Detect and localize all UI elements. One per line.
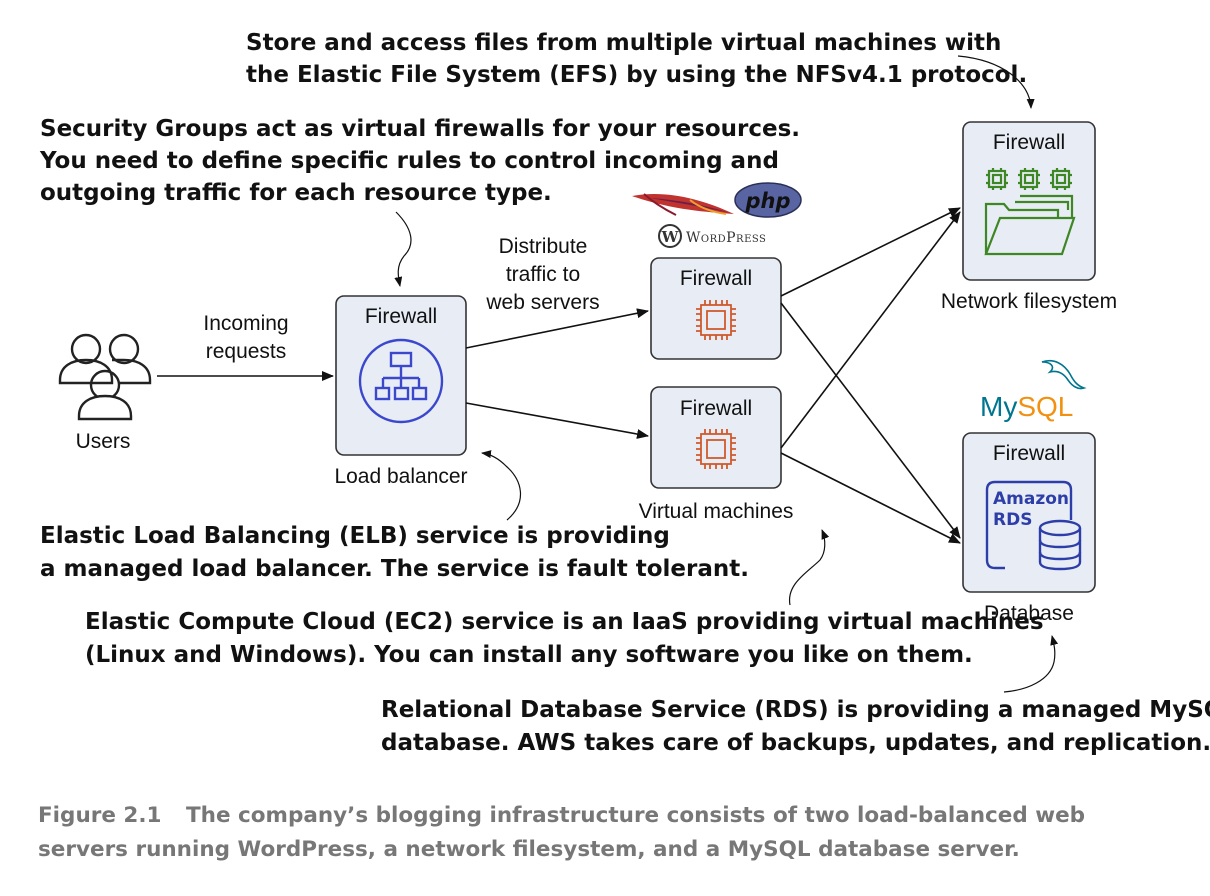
efs-callout-arrow: [957, 55, 1035, 109]
ec2-note-line-1: Elastic Compute Cloud (EC2) service is a…: [85, 609, 1044, 635]
svg-text:W: W: [661, 228, 680, 246]
lb-to-vm2-arrow: [465, 402, 649, 439]
apache-feather-logo: [632, 193, 734, 216]
incoming-label-line-2: requests: [206, 340, 287, 363]
db-firewall-label: Firewall: [993, 442, 1065, 465]
efs-note-line-2: the Elastic File System (EFS) by using t…: [246, 62, 1027, 88]
virtual-machine-1-box: Firewall: [650, 257, 782, 360]
rds-callout-arrow: [1003, 635, 1059, 693]
users-icon: [58, 333, 152, 421]
mysql-logo: MySQL: [980, 359, 1087, 422]
database-box: Firewall Amazon RDS Database: [962, 432, 1096, 625]
wordpress-logo-text: WordPress: [686, 230, 766, 246]
caption-label: Figure 2.1: [38, 803, 162, 828]
virtual-machine-2-box: Firewall Virtual machines: [639, 386, 794, 523]
virtual-machines-label: Virtual machines: [639, 500, 794, 523]
elb-callout-arrow: [481, 450, 522, 521]
rds-logo-line-1: Amazon: [993, 489, 1069, 509]
nfs-firewall-label: Firewall: [993, 131, 1065, 154]
security-groups-note: Security Groups act as virtual firewalls…: [39, 116, 800, 206]
figure-caption: Figure 2.1 The company’s blogging infras…: [38, 803, 1085, 862]
rds-database-icon: Amazon RDS: [985, 480, 1082, 571]
users-group: Users: [58, 333, 152, 453]
vm1-to-nfs-arrow: [780, 207, 961, 297]
sg-note-line-1: Security Groups act as virtual firewalls…: [40, 116, 800, 142]
distribute-line-2: traffic to: [506, 263, 580, 286]
efs-note-line-1: Store and access files from multiple vir…: [246, 30, 1001, 56]
database-label: Database: [984, 602, 1074, 625]
sg-note-line-3: outgoing traffic for each resource type.: [40, 180, 552, 206]
elb-note: Elastic Load Balancing (ELB) service is …: [40, 523, 749, 582]
sg-note-line-2: You need to define specific rules to con…: [39, 148, 779, 174]
ec2-note-line-2: (Linux and Windows). You can install any…: [85, 642, 973, 668]
vm1-to-db-arrow: [780, 302, 961, 539]
rds-note-line-1: Relational Database Service (RDS) is pro…: [381, 697, 1210, 723]
efs-note: Store and access files from multiple vir…: [246, 30, 1027, 88]
vm2-firewall-label: Firewall: [680, 397, 752, 420]
rds-logo-line-2: RDS: [993, 510, 1032, 530]
distribute-line-3: web servers: [485, 291, 599, 314]
php-logo-text: php: [744, 189, 790, 213]
vm1-firewall-label: Firewall: [680, 267, 752, 290]
network-filesystem-box: Firewall Network filesystem: [941, 121, 1117, 313]
ec2-chip-icon: [696, 300, 736, 340]
php-logo: php: [734, 182, 802, 218]
load-balancer-box: Firewall Load balancer: [334, 295, 468, 488]
load-balancer-icon: [358, 338, 444, 424]
caption-line-1: The company’s blogging infrastructure co…: [186, 803, 1085, 828]
ec2-callout-arrow: [789, 529, 830, 606]
efs-folder-icon: [984, 168, 1076, 256]
mysql-logo-text: MySQL: [980, 391, 1073, 422]
load-balancer-label: Load balancer: [334, 465, 467, 488]
sg-callout-arrow: [394, 211, 412, 287]
caption-line-2: servers running WordPress, a network fil…: [38, 837, 1020, 862]
ec2-chip-icon: [696, 429, 736, 469]
lb-to-vm1-arrow: [465, 308, 649, 349]
vm2-to-nfs-arrow: [780, 211, 961, 449]
incoming-label-line-1: Incoming: [203, 312, 288, 335]
elb-note-line-2: a managed load balancer. The service is …: [40, 556, 749, 582]
users-label: Users: [76, 430, 131, 453]
lb-firewall-label: Firewall: [365, 305, 437, 328]
elb-note-line-1: Elastic Load Balancing (ELB) service is …: [40, 523, 670, 549]
ec2-note: Elastic Compute Cloud (EC2) service is a…: [85, 609, 1044, 668]
rds-note-line-2: database. AWS takes care of backups, upd…: [381, 730, 1210, 756]
network-filesystem-label: Network filesystem: [941, 290, 1117, 313]
rds-note: Relational Database Service (RDS) is pro…: [381, 697, 1210, 756]
distribute-line-1: Distribute: [499, 235, 588, 258]
vm2-to-db-arrow: [780, 452, 961, 544]
wordpress-logo: W WordPress: [658, 224, 766, 248]
